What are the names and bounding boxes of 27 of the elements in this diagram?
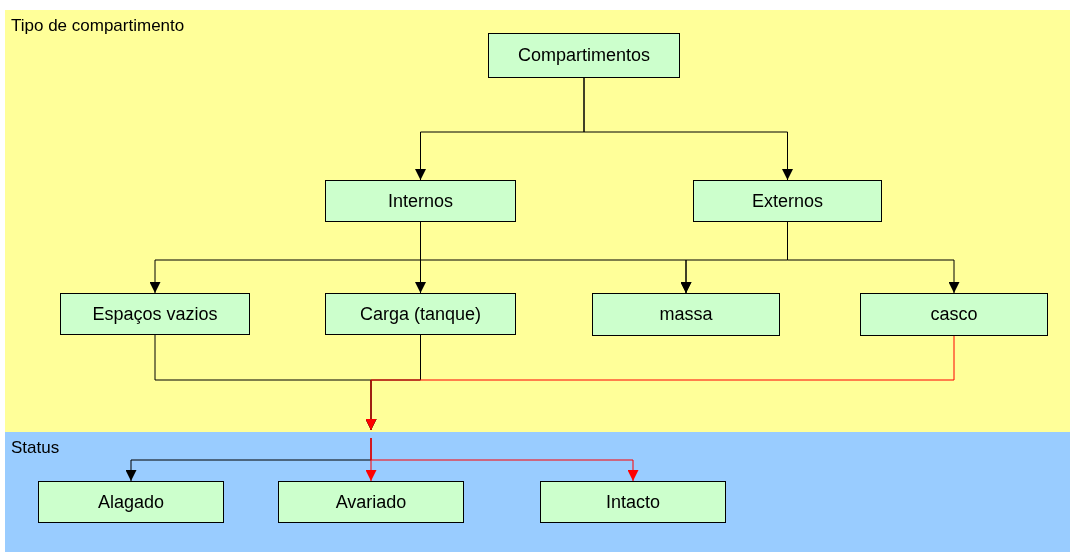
- category-box: [592, 293, 780, 336]
- category-box: [60, 293, 250, 335]
- category-box: [488, 33, 680, 78]
- category-box: [540, 481, 726, 523]
- box-label: casco: [930, 304, 978, 325]
- category-box: [38, 481, 224, 523]
- category-box: [693, 180, 882, 222]
- connector-arrow: [370, 437, 639, 482]
- box-label: Intacto: [605, 491, 660, 513]
- box-label: Carga (tanque): [359, 303, 482, 325]
- category-box: [860, 293, 1048, 336]
- category-box: [325, 180, 516, 222]
- section-band: [5, 10, 1070, 432]
- section-title: Tipo de compartimento: [11, 16, 185, 36]
- section-band: [5, 432, 1070, 552]
- box-label: Espaços vazios: [92, 303, 218, 325]
- connector-arrow: [583, 77, 793, 181]
- connector-arrow: [365, 335, 955, 431]
- box-label: Internos: [387, 190, 453, 212]
- box-label: Avariado: [335, 491, 407, 513]
- category-box: [278, 481, 464, 523]
- category-box: [325, 293, 516, 335]
- box-label: Alagado: [97, 491, 165, 513]
- box-label: Externos: [751, 190, 823, 212]
- box-label: massa: [659, 304, 713, 325]
- box-label: Compartimentos: [517, 45, 650, 66]
- section-title: Status: [11, 438, 60, 458]
